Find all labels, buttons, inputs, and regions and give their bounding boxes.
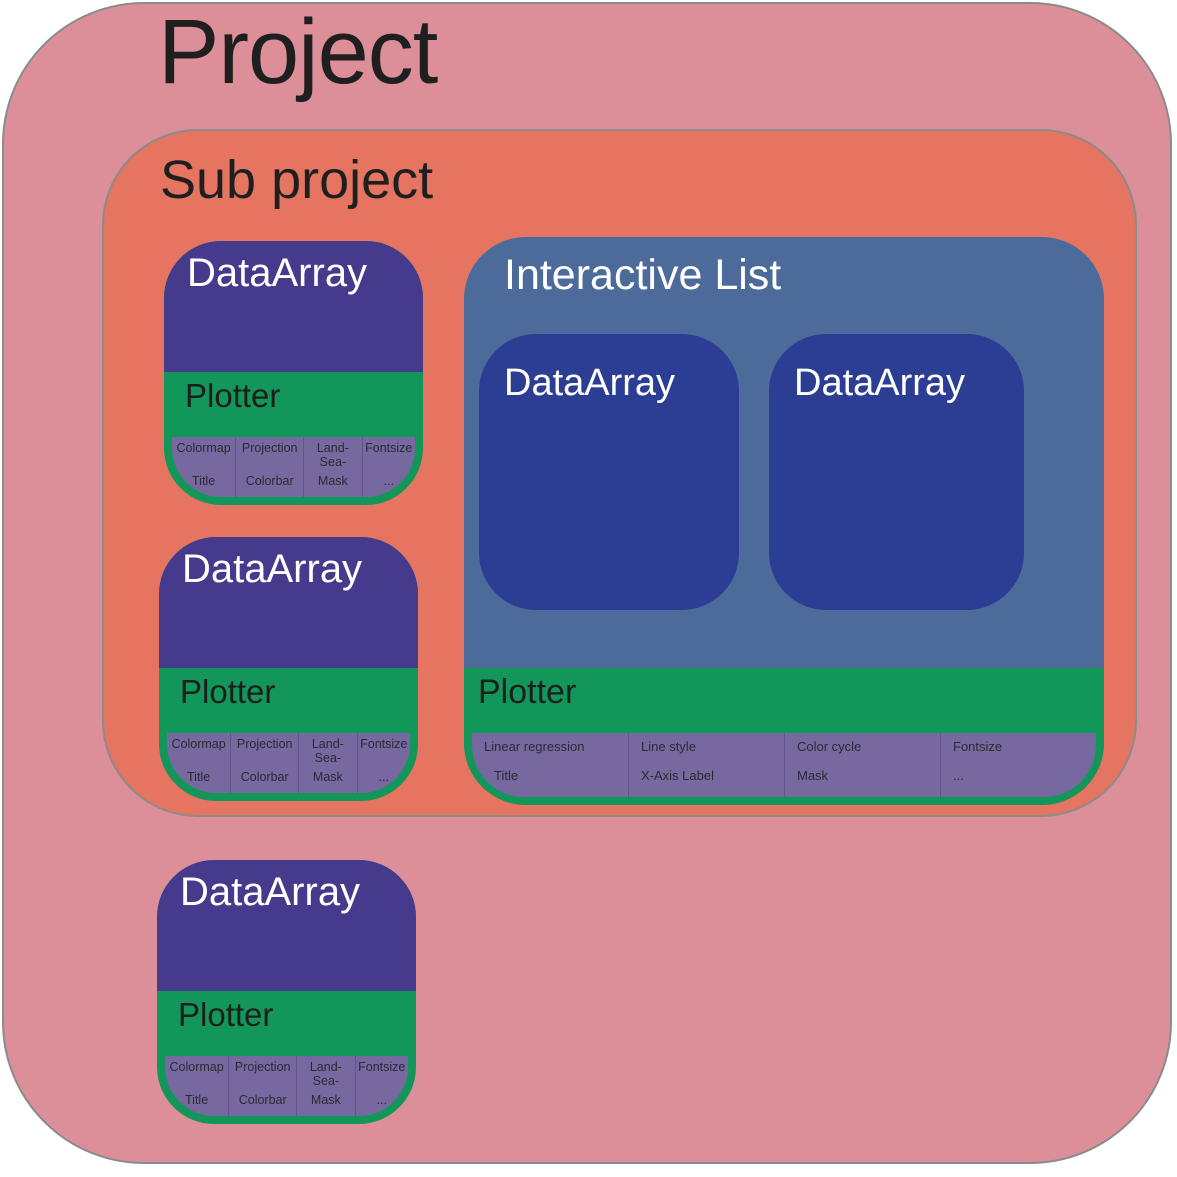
plotter-label: Plotter	[178, 996, 274, 1033]
interactive-list-container: Interactive List DataArray DataArray Plo…	[464, 237, 1104, 805]
formatoption-cell: Fontsize	[361, 437, 415, 470]
formatoption-cell: ...	[356, 766, 410, 793]
plotter-label: Plotter	[478, 673, 577, 711]
data-array-label: DataArray	[182, 547, 363, 591]
formatoption-cell: Land-Sea-mask	[296, 1056, 354, 1089]
formatoptions-grid: Linear regression Line style Color cycle…	[472, 733, 1096, 797]
formatoption-cell: ...	[354, 1089, 408, 1116]
data-array-label: DataArray	[187, 251, 368, 295]
formatoption-cell: Projection	[228, 1056, 296, 1089]
formatoption-cell: Colorbar	[228, 1089, 296, 1116]
formatoption-cell: Title	[185, 1093, 209, 1107]
list-data-array-box: DataArray	[769, 334, 1024, 610]
data-array-plotter-box: DataArray Plotter Colormap Projection La…	[157, 860, 416, 1124]
project-title: Project	[158, 1, 438, 103]
formatoption-cell: Color cycle	[784, 733, 940, 765]
list-data-array-box: DataArray	[479, 334, 739, 610]
formatoption-cell: Fontsize	[940, 733, 1096, 765]
data-array-header	[164, 241, 423, 372]
formatoption-cell: Projection	[230, 733, 298, 766]
formatoption-cell: Fontsize	[354, 1056, 408, 1089]
data-array-plotter-box: DataArray Plotter Colormap Projection La…	[159, 537, 418, 801]
formatoption-cell: Colormap	[171, 737, 226, 751]
data-array-header	[157, 860, 416, 991]
formatoptions-grid: Colormap Projection Land-Sea-mask Fontsi…	[167, 733, 410, 793]
formatoption-cell: Mask	[784, 765, 940, 797]
data-array-label: DataArray	[504, 362, 676, 404]
formatoption-cell: Mask	[303, 470, 361, 497]
sub-project-title: Sub project	[160, 150, 434, 210]
formatoption-cell: Colormap	[169, 1060, 224, 1074]
formatoption-cell: X-Axis Label	[628, 765, 784, 797]
plotter-label: Plotter	[180, 673, 276, 710]
plotter-label: Plotter	[185, 377, 281, 414]
formatoption-cell: Title	[192, 474, 216, 488]
formatoption-cell: Colorbar	[230, 766, 298, 793]
sub-project-container: Sub project DataArray Plotter Colormap P…	[102, 129, 1137, 817]
formatoption-cell: Title	[187, 770, 211, 784]
formatoption-cell: Line style	[628, 733, 784, 765]
data-array-label: DataArray	[794, 362, 966, 404]
formatoption-cell: Linear regression	[484, 739, 585, 754]
formatoption-cell: Projection	[235, 437, 303, 470]
formatoption-cell: Mask	[298, 766, 356, 793]
formatoptions-grid: Colormap Projection Land-Sea-mask Fontsi…	[165, 1056, 408, 1116]
formatoption-cell: Fontsize	[356, 733, 410, 766]
data-array-plotter-box: DataArray Plotter Colormap Projection La…	[164, 241, 423, 505]
formatoptions-grid: Colormap Projection Land-Sea-mask Fontsi…	[172, 437, 415, 497]
formatoption-cell: Title	[494, 768, 519, 783]
formatoption-cell: Land-Sea-mask	[303, 437, 361, 470]
formatoption-cell: ...	[940, 765, 1096, 797]
plotter-section: Plotter Linear regression Line style Col…	[464, 668, 1104, 805]
data-array-label: DataArray	[180, 870, 361, 914]
data-array-header	[159, 537, 418, 668]
formatoption-cell: Land-Sea-mask	[298, 733, 356, 766]
interactive-list-title: Interactive List	[504, 251, 782, 299]
formatoption-cell: ...	[361, 470, 415, 497]
formatoption-cell: Mask	[296, 1089, 354, 1116]
formatoption-cell: Colormap	[176, 441, 231, 455]
formatoption-cell: Colorbar	[235, 470, 303, 497]
